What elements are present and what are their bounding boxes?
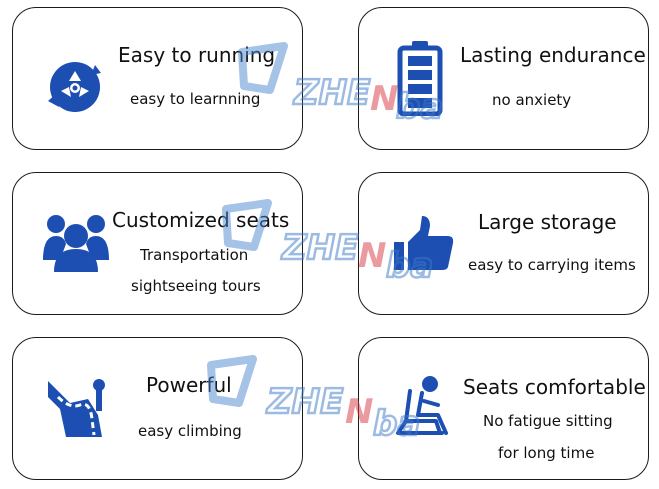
card-title: Powerful [146,373,232,397]
feature-card-large-storage [358,172,649,315]
seated-person-icon [396,376,448,435]
card-description: No fatigue sitting [483,412,613,430]
card-description: sightseeing tours [131,277,261,295]
card-description: for long time [498,444,595,462]
card-description: easy to carrying items [468,256,636,274]
group-people-icon [43,215,109,272]
battery-icon [397,41,443,116]
feature-card-lasting-endurance [358,7,649,150]
feature-card-seats-comfortable [358,337,649,480]
card-description: Transportation [140,246,249,264]
card-description: easy to learnning [130,90,261,108]
card-title: Lasting endurance [460,43,646,67]
card-title: Seats comfortable [463,375,646,399]
card-description: easy climbing [138,422,242,440]
card-title: Customized seats [112,208,290,232]
card-description: no anxiety [492,91,572,109]
wheel-gear-icon [48,62,101,112]
card-title: Easy to running [118,43,276,67]
road-incline-icon [48,379,105,437]
card-title: Large storage [478,210,617,234]
thumbs-up-icon [394,216,454,270]
